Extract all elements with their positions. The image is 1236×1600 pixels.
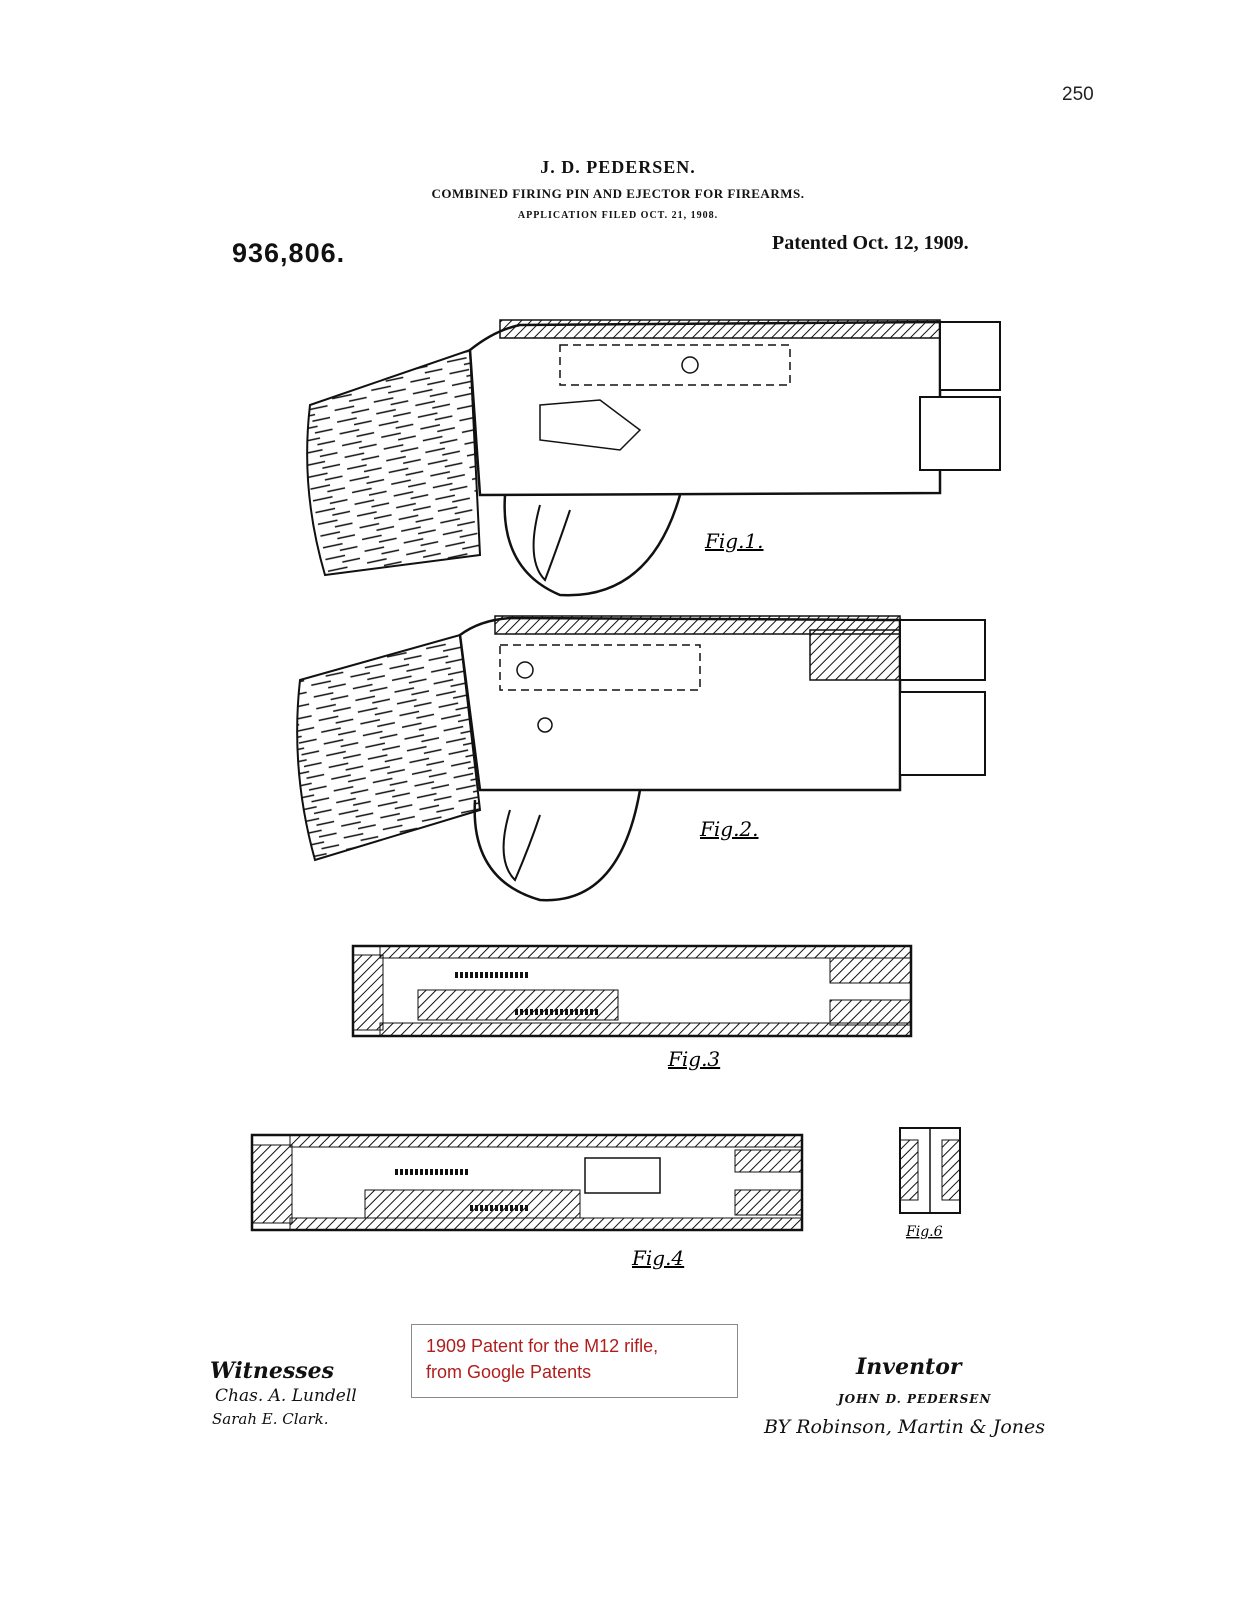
fig1-stock <box>306 348 482 577</box>
fig1-top-wall <box>499 319 941 339</box>
fig1-label: Fig.1. <box>704 529 764 553</box>
attorney-signature: BY Robinson, Martin & Jones <box>764 1416 1046 1438</box>
figure-1-receiver <box>306 319 1001 597</box>
witness-signature-2: Sarah E. Clark. <box>212 1410 329 1428</box>
fig1-barrel <box>939 321 1001 391</box>
fig2-bolt <box>499 644 701 691</box>
fig4-label: Fig.4 <box>631 1246 684 1270</box>
fig2-trigger <box>502 809 541 882</box>
fig1-trigger <box>532 504 571 582</box>
fig6-label: Fig.6 <box>905 1224 943 1240</box>
figure-3-bolt-section <box>351 944 913 1038</box>
witnesses-label: Witnesses <box>210 1358 334 1384</box>
fig1-trigger-guard <box>503 494 682 597</box>
witness-signature-1: Chas. A. Lundell <box>215 1386 357 1406</box>
fig1-magazine-tube <box>919 396 1001 471</box>
inventor-name: JOHN D. PEDERSEN <box>838 1392 992 1406</box>
application-filed: APPLICATION FILED OCT. 21, 1908. <box>517 210 719 221</box>
fig2-magazine-tube <box>899 691 986 776</box>
figure-6-detail <box>899 1127 961 1214</box>
figure-2-receiver <box>296 615 986 902</box>
annotation-note: 1909 Patent for the M12 rifle, from Goog… <box>411 1324 738 1398</box>
page-number: 250 <box>1062 84 1094 105</box>
note-line-1: 1909 Patent for the M12 rifle, <box>426 1336 659 1356</box>
fig2-stock <box>296 633 482 862</box>
fig3-label: Fig.3 <box>667 1047 720 1071</box>
fig2-label: Fig.2. <box>699 817 759 841</box>
note-line-2: from Google Patents <box>426 1362 592 1382</box>
figure-4-bolt-section <box>250 1133 804 1232</box>
patent-number: 936,806. <box>232 238 346 268</box>
fig1-bolt <box>559 344 791 386</box>
fig2-barrel <box>899 619 986 681</box>
fig2-trigger-guard <box>473 789 642 902</box>
patent-title: COMBINED FIRING PIN AND EJECTOR FOR FIRE… <box>431 186 805 201</box>
inventor-header: J. D. PEDERSEN. <box>540 157 696 177</box>
inventor-label: Inventor <box>856 1354 962 1380</box>
patented-date: Patented Oct. 12, 1909. <box>772 232 969 254</box>
